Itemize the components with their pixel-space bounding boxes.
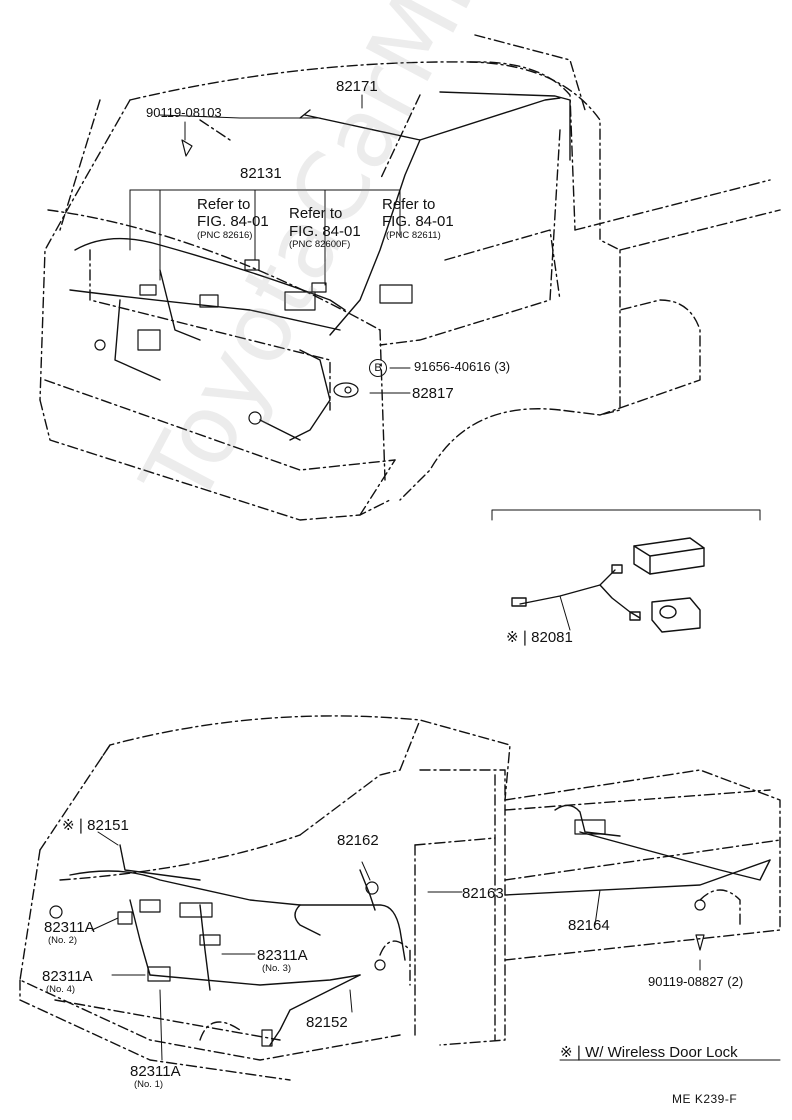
ref1-line3: (PNC 82616) [197,230,253,241]
figure-code: ME K239-F [672,1092,738,1106]
bottom-truck-outline [19,715,781,1081]
ref2-line2: FIG. 84-01 [289,223,361,240]
ref3-line1: Refer to [382,196,436,213]
bottom-connectors [49,819,706,1047]
bottom-leader-lines [91,831,781,1061]
ref2-line3: (PNC 82600F) [289,239,351,250]
top-leader-lines [129,94,411,394]
label-no3: (No. 3) [262,963,292,974]
part-82311a-no2: 82311A [44,919,95,936]
label-no1: (No. 1) [134,1079,164,1090]
inset-82081 [491,509,761,633]
part-82311a-no3: 82311A [257,947,308,964]
part-90119-08827: 90119-08827 (2) [648,974,744,989]
ref3-line3: (PNC 82611) [386,230,441,241]
part-82162: 82162 [337,832,379,849]
part-82817: 82817 [412,385,454,402]
top-harness-82131 [69,237,346,441]
part-82171: 82171 [336,78,378,95]
part-82163: 82163 [462,885,504,902]
label-no2: (No. 2) [48,935,78,946]
ref1-line2: FIG. 84-01 [197,213,269,230]
bottom-harness [69,804,771,1046]
top-harness-82171 [299,91,571,336]
part-90119-08103: 90119-08103 [146,105,222,120]
ref3-line2: FIG. 84-01 [382,213,454,230]
ref2-line1: Refer to [289,205,343,222]
part-91656-40616: 91656-40616 (3) [414,359,511,374]
part-82131: 82131 [240,165,282,182]
part-82081: ※❘82081 [506,629,573,646]
part-82151: ※❘82151 [62,817,129,834]
part-82152: 82152 [306,1014,348,1031]
ref1-line1: Refer to [197,196,251,213]
part-82311a-no4: 82311A [42,968,93,985]
label-no4: (No. 4) [46,984,76,995]
top-cab-outline [39,34,781,521]
footnote-wireless-door-lock: ※❘W/ Wireless Door Lock [560,1044,738,1061]
top-connectors [94,139,413,425]
part-82311a-no1: 82311A [130,1063,181,1080]
marker-b-circle: B [369,359,387,377]
part-82164: 82164 [568,917,610,934]
